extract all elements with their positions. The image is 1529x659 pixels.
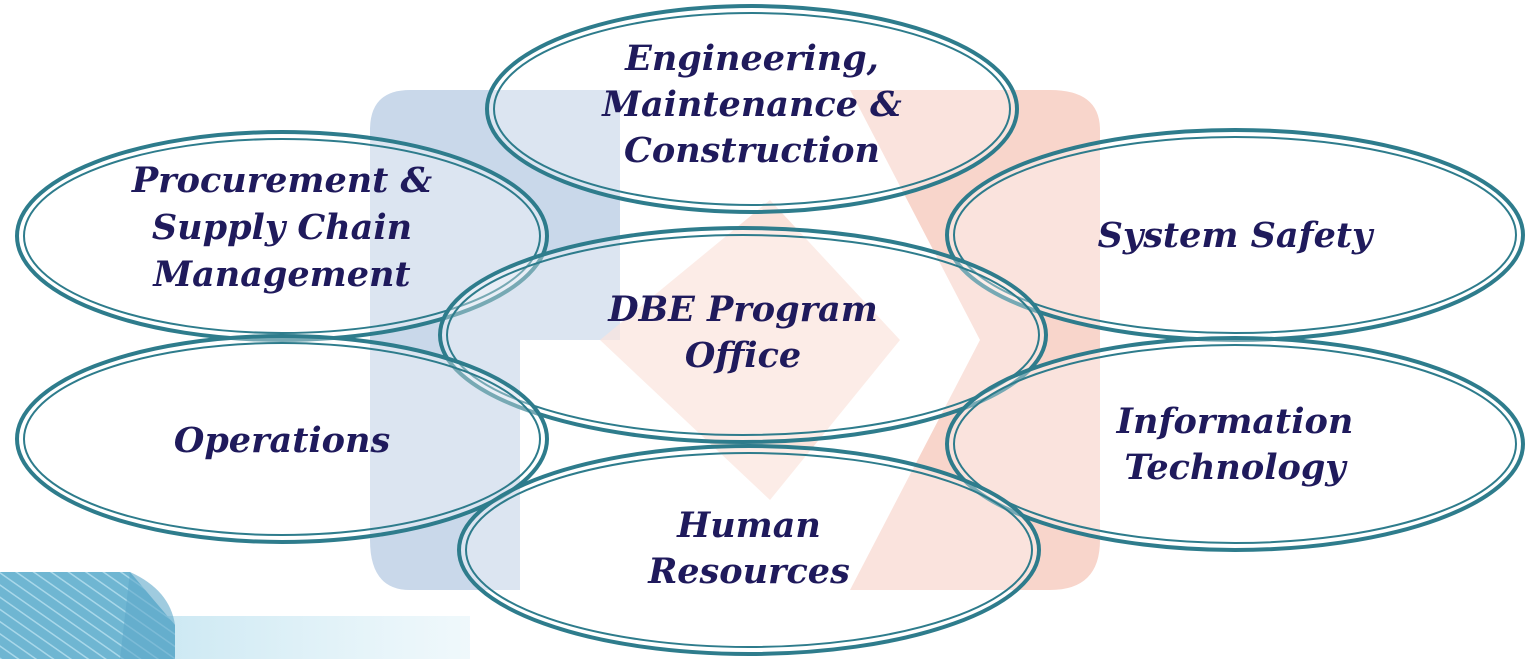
node-procurement-inner-ring	[23, 138, 541, 334]
node-operations: Operations	[15, 334, 549, 544]
node-dbe-program-office-inner-ring	[446, 234, 1040, 436]
node-procurement-label-line: Supply Chain	[152, 207, 412, 248]
node-engineering-outer-ring	[485, 4, 1019, 214]
watermark-orange-shape	[850, 90, 1100, 590]
node-human-resources-label-line: Resources	[647, 551, 850, 592]
node-engineering-label-line: Engineering,	[624, 38, 879, 79]
watermark-logo	[370, 90, 1100, 590]
node-operations-inner-ring	[23, 342, 541, 536]
node-dbe-program-office-outer-ring	[438, 226, 1048, 444]
node-engineering-label-line: Maintenance &	[601, 84, 902, 125]
node-system-safety-inner-ring	[953, 136, 1517, 334]
node-information-technology-label-line: Information	[1116, 401, 1354, 442]
node-procurement-label-line: Management	[152, 254, 410, 295]
node-information-technology-inner-ring	[953, 344, 1517, 544]
watermark-orange-chevron	[600, 200, 900, 500]
node-human-resources-outer-ring	[457, 444, 1041, 656]
node-human-resources-label-line: Human	[676, 505, 821, 546]
node-human-resources-inner-ring	[465, 452, 1033, 648]
node-information-technology-label-line: Technology	[1124, 447, 1348, 488]
node-system-safety: System Safety	[945, 128, 1525, 342]
node-engineering-label-line: Construction	[624, 130, 880, 171]
node-engineering: Engineering, Maintenance & Construction	[485, 4, 1019, 214]
node-dbe-program-office-label-line: DBE Program	[607, 289, 878, 330]
node-system-safety-label-line: System Safety	[1098, 215, 1375, 256]
node-procurement-label-line: Procurement &	[131, 160, 433, 201]
node-operations-outer-ring	[15, 334, 549, 544]
node-operations-label-line: Operations	[174, 420, 390, 461]
node-information-technology-outer-ring	[945, 336, 1525, 552]
ellipse-layer: Engineering,Maintenance &ConstructionPro…	[15, 4, 1525, 656]
node-dbe-program-office-label-line: Office	[685, 335, 801, 376]
corner-accent	[0, 572, 470, 659]
node-engineering-inner-ring	[493, 12, 1011, 206]
node-procurement-outer-ring	[15, 130, 549, 342]
watermark-blue-chevron	[420, 90, 620, 340]
